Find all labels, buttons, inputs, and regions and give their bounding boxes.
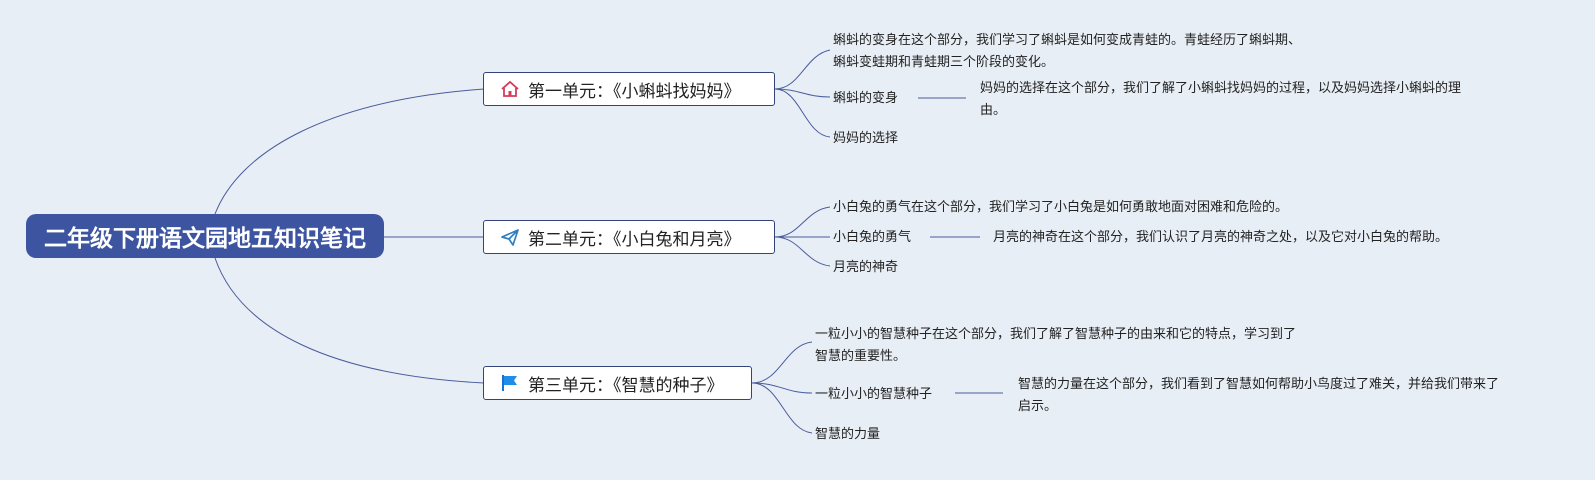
unit-1-sub1[interactable]: 蝌蚪的变身 [833,91,899,106]
unit-2-sub1-note: 月亮的神奇在这个部分，我们认识了月亮的神奇之处，以及它对小白兔的帮助。 [993,230,1449,245]
root-title: 二年级下册语文园地五知识笔记 [44,226,366,252]
unit-1-desc: 蝌蚪的变身在这个部分，我们学习了蝌蚪是如何变成青蛙的。青蛙经历了蝌蚪期、蝌蚪变蛙… [833,33,1302,70]
unit-2-sub1[interactable]: 小白兔的勇气 [833,230,912,245]
unit-3-title: 第三单元：《智慧的种子》 [528,375,724,396]
unit-2-sub2[interactable]: 月亮的神奇 [833,260,899,275]
unit-2-desc: 小白兔的勇气在这个部分，我们学习了小白兔是如何勇敢地面对困难和危险的。 [833,200,1289,215]
unit-1-title: 第一单元：《小蝌蚪找妈妈》 [528,81,741,102]
unit-2-title: 第二单元：《小白兔和月亮》 [528,229,741,250]
paper-plane-icon [500,227,520,247]
unit-1-topic[interactable]: 第一单元：《小蝌蚪找妈妈》 [483,72,775,106]
flag-icon [500,373,520,393]
unit-3-sub1-note: 智慧的力量在这个部分，我们看到了智慧如何帮助小鸟度过了难关，并给我们带来了启示。 [1018,377,1500,414]
unit-2-topic[interactable]: 第二单元：《小白兔和月亮》 [483,220,775,254]
unit-3-sub1[interactable]: 一粒小小的智慧种子 [815,387,933,402]
unit-3-desc: 一粒小小的智慧种子在这个部分，我们了解了智慧种子的由来和它的特点，学习到了智慧的… [815,327,1297,364]
unit-1-sub1-note: 妈妈的选择在这个部分，我们了解了小蝌蚪找妈妈的过程，以及妈妈选择小蝌蚪的理由。 [980,81,1462,118]
unit-3-sub2[interactable]: 智慧的力量 [815,427,881,442]
home-icon [500,79,520,99]
unit-3-topic[interactable]: 第三单元：《智慧的种子》 [483,366,752,400]
unit-1-sub2[interactable]: 妈妈的选择 [833,131,899,146]
root-topic[interactable]: 二年级下册语文园地五知识笔记 [26,214,384,258]
